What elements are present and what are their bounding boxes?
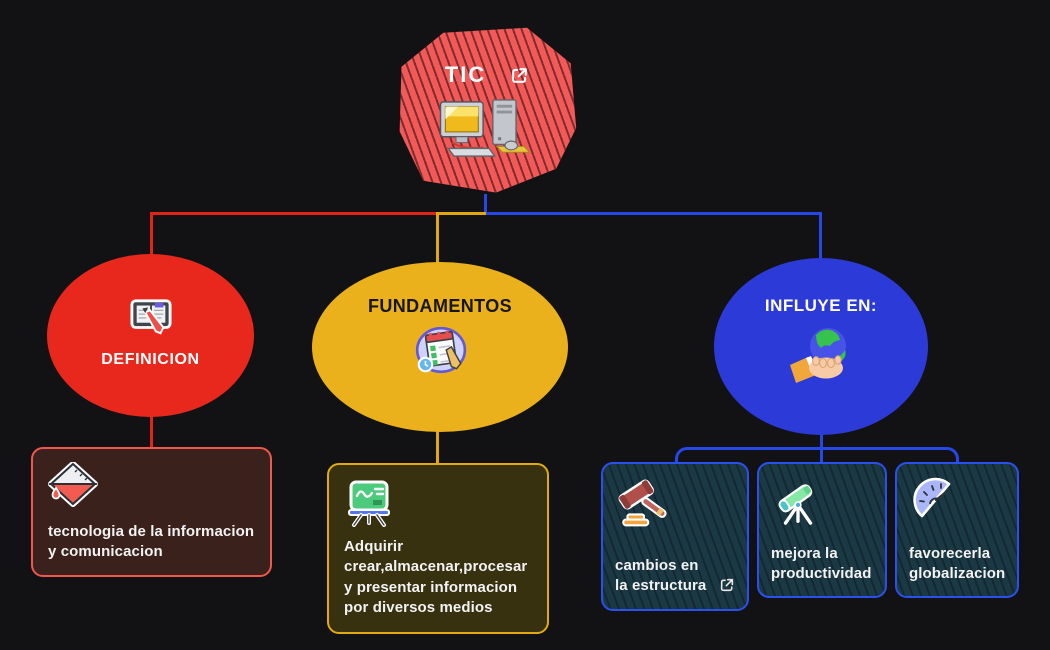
connector-yellow-child bbox=[436, 428, 439, 465]
note-definicion-child[interactable]: tecnologia de la informacion y comunicac… bbox=[31, 447, 272, 577]
node-definicion[interactable]: DEFINICION bbox=[47, 254, 254, 417]
easel-board-icon bbox=[348, 480, 390, 527]
external-link-icon[interactable] bbox=[719, 577, 735, 593]
node-influye[interactable]: INFLUYE EN: bbox=[714, 258, 928, 435]
branch-label: DEFINICION bbox=[101, 351, 200, 368]
note-mejora-productividad[interactable]: mejora la productividad bbox=[757, 462, 887, 598]
external-link-icon[interactable] bbox=[510, 66, 529, 85]
note-text: cambios en la estructura bbox=[615, 556, 707, 594]
paint-diamond-icon bbox=[48, 462, 98, 507]
connector-red-horizontal bbox=[150, 212, 438, 215]
connector-yellow-horizontal bbox=[438, 212, 486, 215]
telescope-icon bbox=[778, 484, 813, 525]
note-text: tecnologia de la informacion y comunicac… bbox=[48, 522, 255, 560]
note-fundamentos-child[interactable]: Adquirir crear,almacenar,procesar y pres… bbox=[327, 463, 549, 634]
computer-icon bbox=[439, 99, 531, 157]
book-pencil-icon bbox=[129, 299, 172, 335]
connector-yellow-drop bbox=[436, 212, 439, 268]
note-text: Adquirir crear,almacenar,procesar y pres… bbox=[344, 538, 528, 616]
note-text: favorecerla globalizacion bbox=[909, 544, 1006, 582]
checklist-icon bbox=[415, 326, 467, 374]
branch-label: FUNDAMENTOS bbox=[367, 296, 513, 316]
connector-blue-drop bbox=[819, 212, 822, 262]
note-cambios-estructura[interactable]: cambios en la estructura bbox=[601, 462, 749, 611]
connector-blue-horizontal bbox=[486, 212, 821, 215]
note-text: mejora la productividad bbox=[771, 544, 872, 582]
gauge-icon bbox=[913, 477, 951, 518]
note-favorece-globalizacion[interactable]: favorecerla globalizacion bbox=[895, 462, 1019, 598]
node-root-tic[interactable]: TIC bbox=[399, 27, 577, 193]
connector-red-drop bbox=[150, 212, 153, 258]
root-label: TIC bbox=[444, 62, 487, 87]
connector-root-stub bbox=[484, 194, 487, 214]
connector-red-child bbox=[150, 414, 153, 449]
connector-blue-bracket bbox=[675, 447, 959, 466]
hand-globe-icon bbox=[790, 328, 846, 383]
gavel-icon bbox=[618, 479, 667, 527]
node-fundamentos[interactable]: FUNDAMENTOS bbox=[312, 262, 568, 432]
branch-label: INFLUYE EN: bbox=[764, 296, 878, 315]
